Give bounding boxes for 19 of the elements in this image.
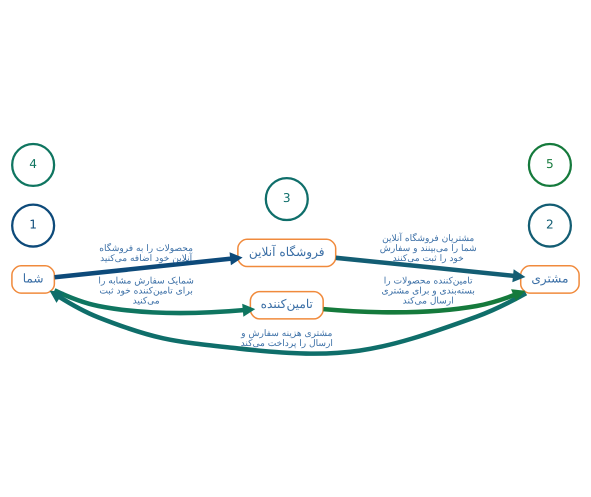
node-circle: 5 bbox=[528, 142, 572, 187]
arrow bbox=[53, 288, 256, 316]
node-box: فروشگاه آنلاین bbox=[237, 238, 336, 267]
arrow bbox=[323, 288, 526, 314]
node-box: شما bbox=[11, 264, 56, 294]
node-circle: 4 bbox=[11, 142, 56, 187]
edge-label: مشتری هزینه سفارش و ارسال را پرداخت می‌کند bbox=[240, 328, 333, 348]
edge-label: تامین‌کننده محصولات را بسته‌بندی و برای مشتری ارسال می‌کند bbox=[382, 276, 475, 306]
node-circle: 2 bbox=[528, 203, 572, 248]
node-circle: 3 bbox=[264, 176, 309, 221]
edge-label: محصولات را به فروشگاه آنلاین خود اضافه می‌کنید bbox=[99, 244, 194, 264]
node-box: تامین‌کننده bbox=[250, 290, 324, 320]
node-box: مشتری bbox=[520, 264, 580, 294]
arrow bbox=[336, 255, 526, 282]
edge-label: شمایک سفارش مشابه را برای تامین‌کننده خود ثبت می‌کنید bbox=[98, 276, 194, 306]
edge-label: مشتریان فروشگاه آنلاین شما را می‌بینند و سفارش خود را ثبت می‌کنند bbox=[380, 234, 477, 264]
arrow bbox=[50, 290, 528, 356]
arrow bbox=[54, 252, 243, 280]
node-circle: 1 bbox=[11, 203, 56, 248]
